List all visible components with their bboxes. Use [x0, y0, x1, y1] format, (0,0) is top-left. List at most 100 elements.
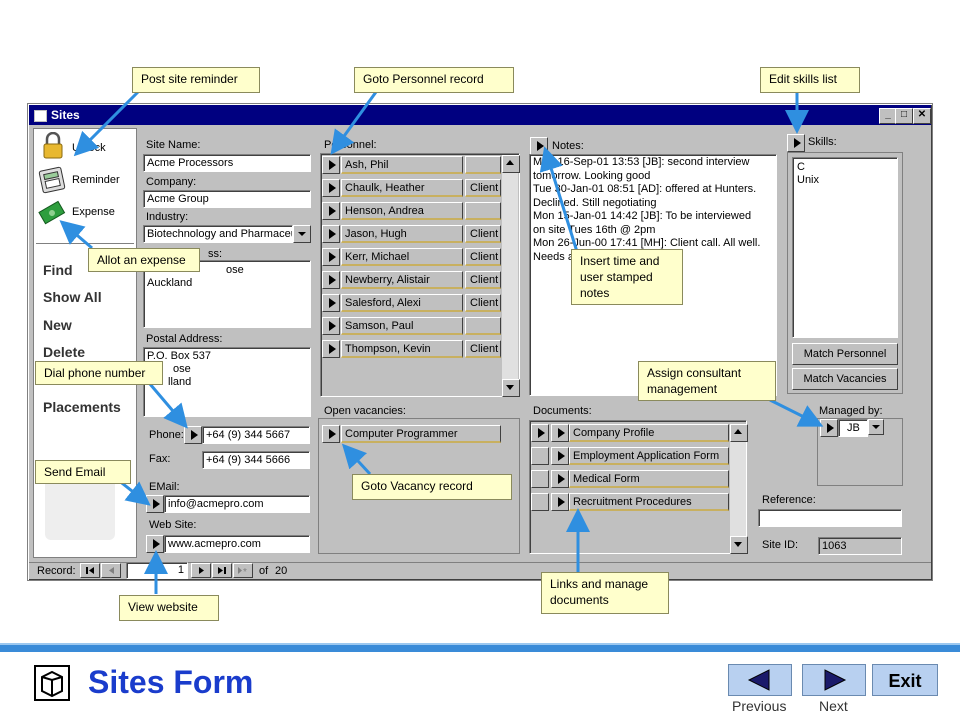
new-button[interactable]: New: [43, 317, 72, 333]
site-name-field[interactable]: Acme Processors: [143, 154, 311, 172]
industry-dropdown-button[interactable]: [293, 225, 311, 243]
industry-select[interactable]: Biotechnology and Pharmaceu: [143, 225, 293, 243]
personnel-name[interactable]: Henson, Andrea: [341, 202, 463, 220]
skill-item[interactable]: C: [797, 161, 805, 173]
window-titlebar[interactable]: Sites _ □ ✕: [29, 105, 931, 125]
previous-button[interactable]: [728, 664, 792, 696]
play-icon: [329, 160, 336, 170]
phone-label: Phone:: [149, 429, 184, 441]
new-record-button[interactable]: *: [233, 563, 253, 578]
document-selector[interactable]: [531, 470, 549, 488]
postal-line-2: ose: [173, 363, 191, 375]
record-navigator: [29, 562, 931, 579]
lock-icon[interactable]: [42, 132, 64, 160]
document-selector[interactable]: [531, 447, 549, 465]
next-record-button[interactable]: [191, 563, 211, 578]
play-icon: [558, 497, 565, 507]
goto-personnel-button[interactable]: [322, 271, 340, 289]
document-selector[interactable]: [531, 493, 549, 511]
personnel-name[interactable]: Kerr, Michael: [341, 248, 463, 266]
managed-by-label: Managed by:: [819, 405, 883, 417]
close-button[interactable]: ✕: [913, 108, 931, 124]
add-document-button[interactable]: [531, 424, 549, 442]
find-button[interactable]: Find: [43, 262, 73, 278]
open-document-button[interactable]: [551, 447, 569, 465]
goto-personnel-button[interactable]: [322, 317, 340, 335]
documents-scrollbar[interactable]: [730, 424, 748, 554]
scroll-up-button[interactable]: [502, 155, 520, 173]
phone-field[interactable]: +64 (9) 344 5667: [202, 426, 310, 444]
play-icon: [329, 275, 336, 285]
personnel-scrollbar[interactable]: [502, 155, 520, 397]
skill-item[interactable]: Unix: [797, 174, 820, 186]
match-personnel-button[interactable]: Match Personnel: [792, 343, 898, 365]
street-label: ss:: [208, 248, 223, 260]
note-line: on site Tues 16th @ 2pm: [533, 223, 656, 236]
personnel-name[interactable]: Chaulk, Heather: [341, 179, 463, 197]
vacancies-label: Open vacancies:: [324, 405, 406, 417]
delete-button[interactable]: Delete: [43, 344, 86, 360]
placements-button[interactable]: Placements: [43, 399, 121, 415]
play-icon: [329, 206, 336, 216]
document-item[interactable]: Recruitment Procedures: [569, 493, 729, 511]
prev-record-button[interactable]: [101, 563, 121, 578]
goto-vacancy-button[interactable]: [322, 425, 340, 443]
managed-by-select[interactable]: JB: [838, 419, 868, 437]
reference-field[interactable]: [758, 509, 902, 527]
goto-personnel-button[interactable]: [322, 225, 340, 243]
goto-personnel-button[interactable]: [322, 179, 340, 197]
goto-personnel-button[interactable]: [322, 340, 340, 358]
personnel-name[interactable]: Salesford, Alexi: [341, 294, 463, 312]
email-field[interactable]: info@acmepro.com: [164, 495, 310, 513]
personnel-type: Client: [465, 271, 501, 289]
personnel-type: Client: [465, 340, 501, 358]
document-item[interactable]: Medical Form: [569, 470, 729, 488]
arrow-down-icon: [506, 385, 514, 390]
maximize-button[interactable]: □: [895, 108, 913, 124]
show-all-button[interactable]: Show All: [43, 289, 102, 305]
money-icon[interactable]: [38, 200, 66, 226]
open-document-button[interactable]: [551, 424, 569, 442]
scroll-down-button[interactable]: [730, 536, 748, 554]
goto-personnel-button[interactable]: [322, 248, 340, 266]
dial-phone-button[interactable]: [184, 426, 202, 444]
open-document-button[interactable]: [551, 493, 569, 511]
goto-personnel-button[interactable]: [322, 156, 340, 174]
goto-personnel-button[interactable]: [322, 294, 340, 312]
company-field[interactable]: Acme Group: [143, 190, 311, 208]
callout-links-documents: Links and manage documents: [541, 572, 669, 614]
reference-label: Reference:: [762, 494, 816, 506]
goto-personnel-button[interactable]: [322, 202, 340, 220]
personnel-name[interactable]: Newberry, Alistair: [341, 271, 463, 289]
personnel-name[interactable]: Jason, Hugh: [341, 225, 463, 243]
postal-line-1: P.O. Box 537: [147, 350, 212, 362]
postal-label: Postal Address:: [146, 333, 223, 345]
fax-field[interactable]: +64 (9) 344 5666: [202, 451, 310, 469]
managed-dropdown-button[interactable]: [868, 419, 884, 435]
vacancy-item[interactable]: Computer Programmer: [341, 425, 501, 443]
next-button[interactable]: [802, 664, 866, 696]
edit-skills-button[interactable]: [787, 134, 805, 152]
arrow-left-icon: [747, 669, 770, 691]
personnel-type: [465, 317, 501, 335]
document-item[interactable]: Company Profile: [569, 424, 729, 442]
exit-button[interactable]: Exit: [872, 664, 938, 696]
website-field[interactable]: www.acmepro.com: [164, 535, 310, 553]
open-document-button[interactable]: [551, 470, 569, 488]
personnel-name[interactable]: Thompson, Kevin: [341, 340, 463, 358]
match-vacancies-button[interactable]: Match Vacancies: [792, 368, 898, 390]
scroll-up-button[interactable]: [730, 424, 748, 442]
personnel-name[interactable]: Samson, Paul: [341, 317, 463, 335]
reminder-label[interactable]: Reminder: [72, 174, 120, 186]
view-website-button[interactable]: [146, 535, 164, 553]
expense-label[interactable]: Expense: [72, 206, 115, 218]
last-record-button[interactable]: [212, 563, 232, 578]
scroll-down-button[interactable]: [502, 379, 520, 397]
first-record-button[interactable]: [80, 563, 100, 578]
personnel-name[interactable]: Ash, Phil: [341, 156, 463, 174]
document-item[interactable]: Employment Application Form: [569, 447, 729, 465]
assign-consultant-button[interactable]: [820, 419, 838, 437]
reminder-icon[interactable]: [38, 166, 66, 194]
play-icon: [558, 474, 565, 484]
